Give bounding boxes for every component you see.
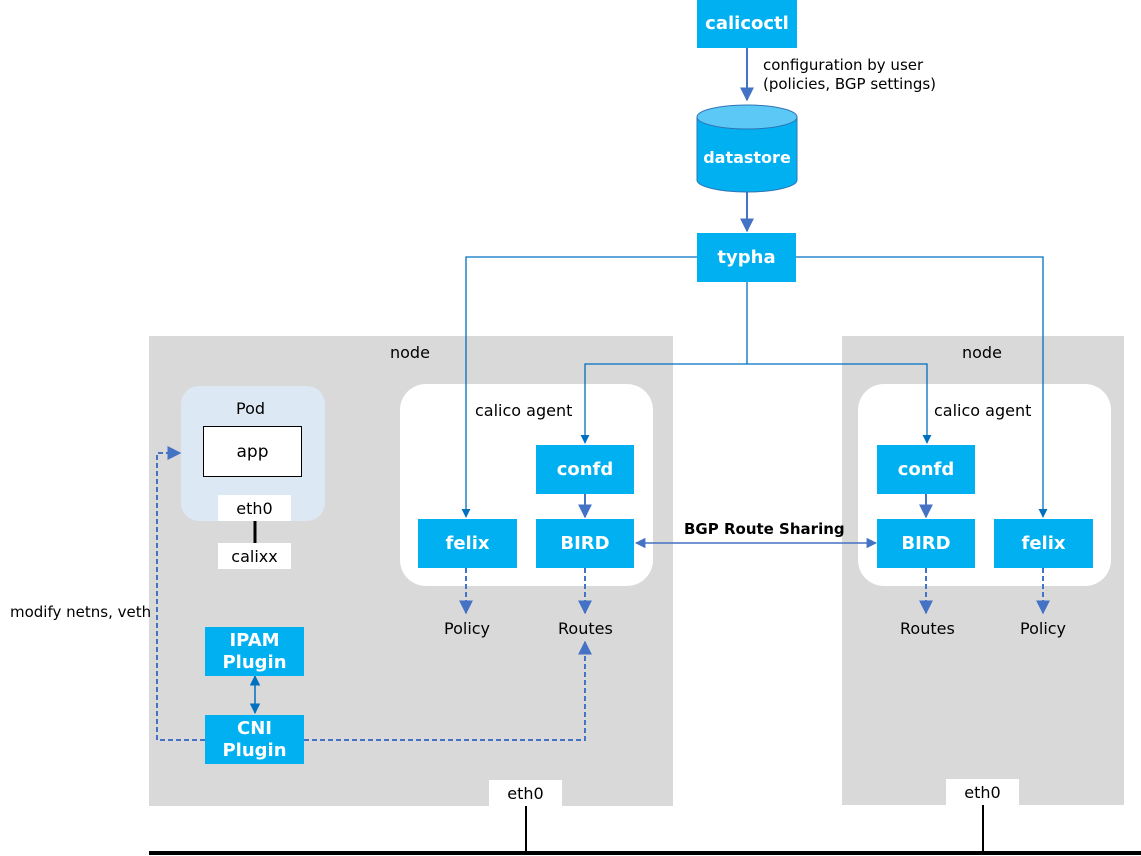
right-node-eth0: eth0: [946, 779, 1019, 805]
ipam-line2: Plugin: [222, 651, 287, 673]
left-routes-label: Routes: [558, 619, 613, 638]
calixx-interface: calixx: [218, 543, 291, 569]
cni-line2: Plugin: [222, 739, 287, 761]
modify-netns-label: modify netns, veth: [10, 603, 152, 621]
right-routes-label: Routes: [900, 619, 955, 638]
left-node-eth0: eth0: [489, 780, 562, 806]
calicoctl-box[interactable]: calicoctl: [697, 0, 797, 48]
right-node-title: node: [962, 343, 1002, 362]
pod-eth0: eth0: [218, 495, 291, 521]
cni-line1: CNI: [237, 717, 272, 739]
left-felix-box[interactable]: felix: [418, 519, 517, 568]
config-note-line2: (policies, BGP settings): [763, 75, 937, 93]
right-policy-label: Policy: [1020, 619, 1067, 638]
line-typha-left-confd: [580, 363, 747, 444]
right-agent-title: calico agent: [934, 401, 1032, 420]
line-typha-right-felix: [796, 256, 1048, 518]
line-typha-right-confd: [747, 363, 932, 444]
bgp-route-sharing-label: BGP Route Sharing: [684, 520, 845, 538]
right-felix-box[interactable]: felix: [994, 519, 1093, 568]
right-confd-box[interactable]: confd: [877, 445, 975, 494]
app-box[interactable]: app: [203, 426, 302, 477]
arrow-cni-pod: [156, 446, 205, 741]
line-typha-left-felix: [461, 256, 697, 518]
left-confd-box[interactable]: confd: [536, 445, 634, 494]
left-agent-title: calico agent: [475, 401, 573, 420]
typha-box[interactable]: typha: [697, 233, 796, 282]
datastore-cylinder: [696, 104, 798, 193]
right-bird-box[interactable]: BIRD: [877, 519, 975, 568]
arrow-cni-routes: [304, 640, 592, 741]
left-policy-label: Policy: [444, 619, 491, 638]
ipam-plugin-box[interactable]: IPAM Plugin: [205, 627, 304, 676]
left-node-title: node: [390, 343, 430, 362]
datastore-label[interactable]: datastore: [703, 147, 791, 167]
left-bird-box[interactable]: BIRD: [536, 519, 634, 568]
pod-title: Pod: [236, 399, 266, 418]
cni-plugin-box[interactable]: CNI Plugin: [205, 715, 304, 764]
config-note-line1: configuration by user: [763, 56, 924, 74]
ipam-line1: IPAM: [229, 629, 280, 651]
